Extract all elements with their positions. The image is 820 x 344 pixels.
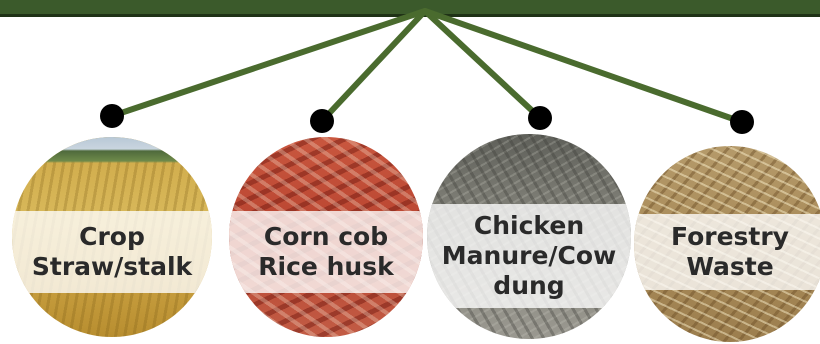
- chicken-manure-label: Chicken Manure/Cow dung: [427, 204, 631, 308]
- chicken-manure-circle: Chicken Manure/Cow dung: [427, 134, 631, 339]
- connector-dot-corn: [310, 109, 334, 133]
- connector-dot-crop: [100, 104, 124, 128]
- corn-cob-label: Corn cob Rice husk: [229, 211, 423, 293]
- connector-line-manure: [425, 11, 540, 118]
- label-line: dung: [493, 271, 564, 301]
- connector-dot-manure: [528, 106, 552, 130]
- label-line: Corn cob: [264, 222, 388, 252]
- label-line: Manure/Cow: [442, 241, 616, 271]
- corn-cob-circle: Corn cob Rice husk: [229, 137, 423, 337]
- label-line: Rice husk: [258, 252, 393, 282]
- label-line: Straw/stalk: [32, 252, 192, 282]
- crop-straw-circle: Crop Straw/stalk: [12, 137, 212, 337]
- label-line: Forestry: [671, 222, 789, 252]
- forestry-waste-circle: Forestry Waste: [634, 146, 820, 342]
- connector-dot-forestry: [730, 110, 754, 134]
- label-line: Chicken: [474, 211, 584, 241]
- crop-straw-label: Crop Straw/stalk: [12, 211, 212, 293]
- connector-line-forestry: [425, 11, 742, 122]
- forestry-waste-label: Forestry Waste: [634, 214, 820, 290]
- label-line: Crop: [79, 222, 145, 252]
- label-line: Waste: [686, 252, 773, 282]
